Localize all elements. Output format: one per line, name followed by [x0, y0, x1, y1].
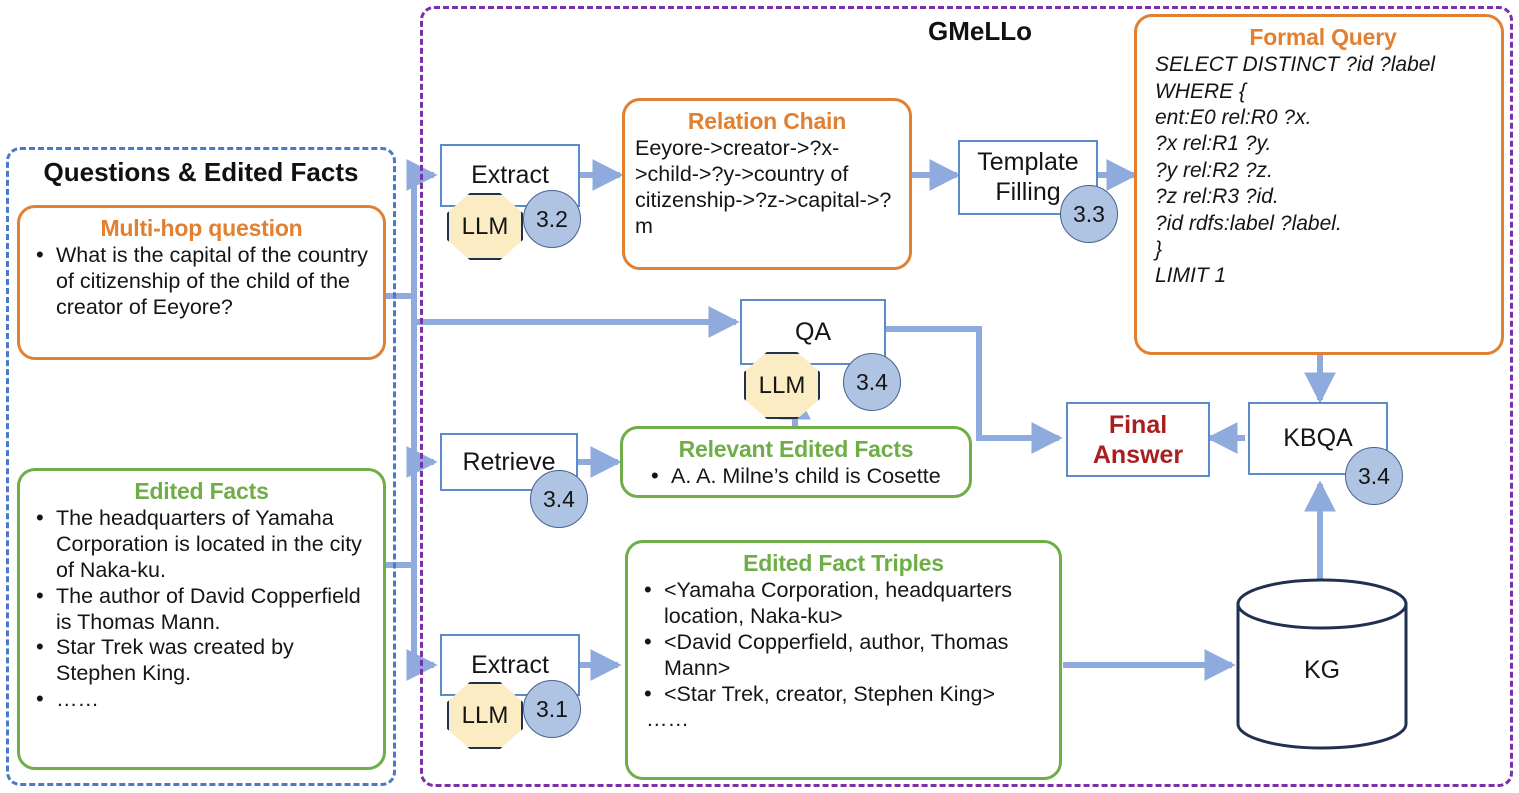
qa-label: QA	[794, 317, 832, 346]
list-item: What is the capital of the country of ci…	[30, 242, 373, 320]
list-item: ……	[30, 686, 373, 713]
multi-hop-question-title: Multi-hop question	[100, 215, 303, 241]
multi-hop-question-list: What is the capital of the country of ci…	[30, 242, 373, 320]
llm-label: LLM	[758, 371, 806, 399]
step-badge-3-4-kbqa: 3.4	[1345, 447, 1403, 505]
extract-relation-label: Extract	[471, 161, 549, 189]
query-line: WHERE {	[1155, 79, 1247, 103]
list-item: The author of David Copperfield is Thoma…	[30, 583, 373, 636]
edited-facts-card: Edited Facts The headquarters of Yamaha …	[17, 468, 386, 770]
query-line: ?x rel:R1 ?y.	[1155, 132, 1272, 156]
kg-cylinder: KG	[1234, 578, 1410, 750]
extract-triples-label: Extract	[471, 650, 549, 679]
left-panel-title: Questions & Edited Facts	[43, 157, 359, 187]
kbqa-label: KBQA	[1283, 424, 1353, 452]
list-item: <David Copperfield, author, Thomas Mann>	[638, 629, 1049, 682]
formal-query-card: Formal Query SELECT DISTINCT ?id ?label …	[1134, 14, 1504, 355]
step-badge-label: 3.3	[1073, 200, 1105, 227]
template-filling-box[interactable]: Template Filling	[958, 140, 1098, 215]
gmello-panel	[420, 6, 1513, 787]
multi-hop-question-card: Multi-hop question What is the capital o…	[17, 205, 386, 360]
query-line: ?y rel:R2 ?z.	[1155, 158, 1273, 182]
llm-label: LLM	[461, 212, 509, 240]
relation-chain-title: Relation Chain	[687, 108, 847, 134]
edited-facts-title: Edited Facts	[134, 478, 269, 504]
formal-query-title: Formal Query	[1249, 24, 1397, 50]
step-badge-label: 3.4	[1358, 462, 1390, 489]
relevant-edited-facts-list: A. A. Milne’s child is Cosette	[633, 463, 959, 490]
retrieve-label: Retrieve	[462, 447, 556, 476]
step-badge-label: 3.1	[536, 695, 568, 722]
list-item: <Star Trek, creator, Stephen King>	[638, 681, 1049, 708]
list-item: ……	[646, 707, 689, 732]
step-badge-label: 3.4	[856, 368, 888, 395]
edited-fact-triples-card: Edited Fact Triples <Yamaha Corporation,…	[625, 540, 1062, 780]
llm-octagon-extract-relation: LLM	[447, 193, 523, 260]
step-badge-3-4-qa: 3.4	[843, 353, 901, 411]
step-badge-3-3: 3.3	[1060, 185, 1118, 243]
final-answer-label: Final Answer	[1092, 410, 1184, 469]
relation-chain-text: Eeyore->creator->?x->child->?y->country …	[635, 136, 892, 238]
final-answer-box: Final Answer	[1066, 402, 1210, 477]
query-line: }	[1155, 237, 1163, 261]
llm-octagon-extract-triples: LLM	[447, 682, 523, 749]
step-badge-label: 3.4	[543, 485, 575, 512]
step-badge-3-4-retrieve: 3.4	[530, 470, 588, 528]
edited-fact-triples-title: Edited Fact Triples	[743, 550, 944, 576]
query-line: LIMIT 1	[1155, 264, 1227, 288]
relevant-edited-facts-title: Relevant Edited Facts	[678, 436, 914, 462]
query-line: SELECT DISTINCT ?id ?label	[1155, 53, 1436, 77]
kg-cylinder-shape	[1236, 578, 1408, 750]
gmello-title: GMeLLo	[928, 16, 1032, 46]
relevant-edited-facts-card: Relevant Edited Facts A. A. Milne’s chil…	[620, 426, 972, 498]
wire-qa-to-final-answer	[886, 326, 1063, 454]
list-item: Star Trek was created by Stephen King.	[30, 634, 373, 687]
query-line: ?z rel:R3 ?id.	[1155, 185, 1279, 209]
llm-octagon-qa: LLM	[744, 352, 820, 419]
retrieve-box[interactable]: Retrieve	[440, 433, 578, 491]
list-item: A. A. Milne’s child is Cosette	[645, 463, 959, 490]
query-line: ent:E0 rel:R0 ?x.	[1155, 106, 1312, 130]
kg-label: KG	[1303, 656, 1341, 684]
edited-fact-triples-list: <Yamaha Corporation, headquarters locati…	[638, 577, 1049, 733]
step-badge-label: 3.2	[536, 205, 568, 232]
step-badge-3-2: 3.2	[523, 190, 581, 248]
relation-chain-card: Relation Chain Eeyore->creator->?x->chil…	[622, 98, 912, 270]
formal-query-body: SELECT DISTINCT ?id ?label WHERE { ent:E…	[1155, 52, 1491, 289]
llm-label: LLM	[461, 701, 509, 729]
list-item: The headquarters of Yamaha Corporation i…	[30, 505, 373, 583]
query-line: ?id rdfs:label ?label.	[1155, 211, 1342, 235]
step-badge-3-1: 3.1	[523, 680, 581, 738]
qa-box[interactable]: QA	[740, 299, 886, 365]
questions-and-edited-facts-panel	[6, 147, 396, 786]
edited-facts-list: The headquarters of Yamaha Corporation i…	[30, 505, 373, 713]
template-filling-label: Template Filling	[977, 148, 1079, 206]
list-item: <Yamaha Corporation, headquarters locati…	[638, 577, 1049, 630]
